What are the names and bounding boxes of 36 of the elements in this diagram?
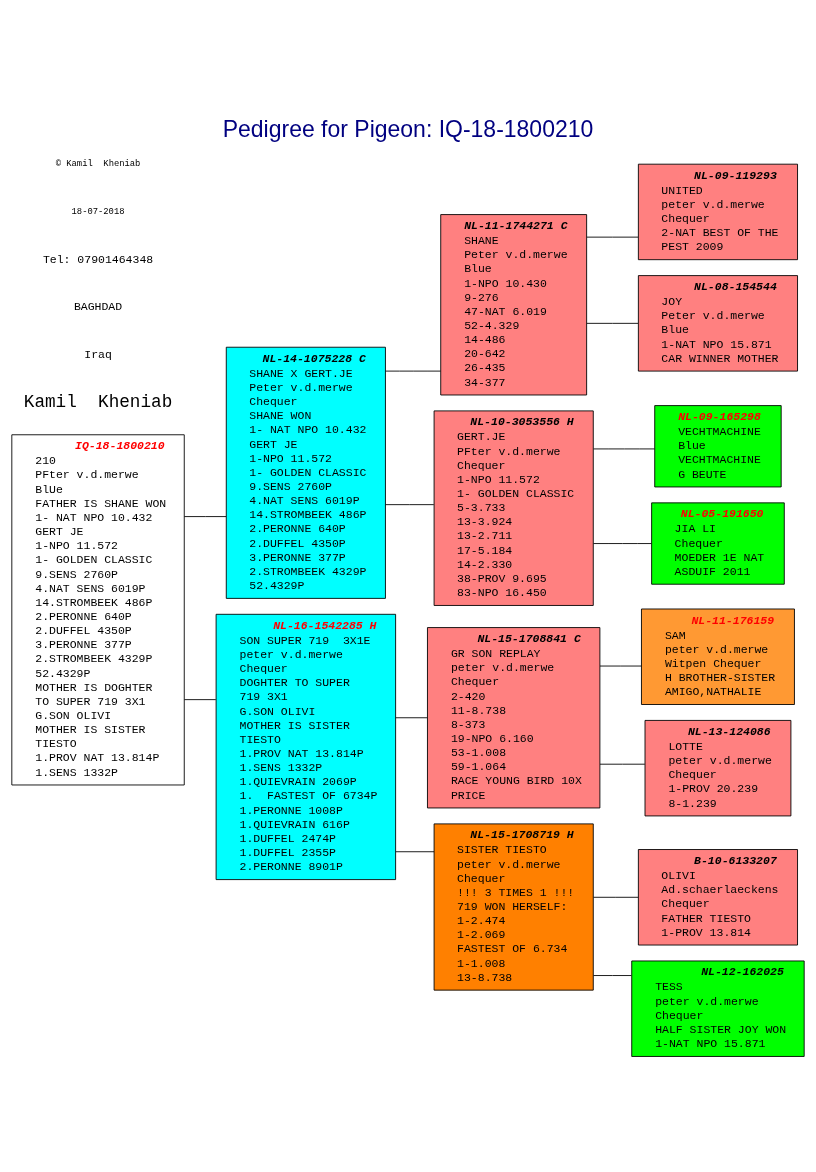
node-box: NL-09-119293 UNITED peter v.d.merwe Chequer 2-NAT BEST OF THE PEST 2009 — [637, 163, 798, 261]
node-box: NL-08-154544 JOY Peter v.d.merwe Blue 1-NAT NPO 15.871 CAR WINNER MOTHER — [637, 275, 798, 372]
label: Kamil Kheniab — [23, 392, 173, 413]
node-box: NL-13-124086 LOTTE peter v.d.merwe Chequer 1-PROV 20.239 8-1.239 — [644, 719, 792, 817]
connector — [586, 322, 639, 324]
connector — [586, 236, 639, 238]
connector — [593, 896, 639, 898]
label: Iraq — [84, 348, 112, 362]
node-box: NL-14-1075228 C SHANE X GERT.JE Peter v.d.merwe Chequer SHANE WON 1- NAT NPO 10.432 GERT JE 1-NPO 11.572 1- GOLDEN CLASSIC 9.SENS 2760P 4.NAT SENS 6019P 14.STROMBEEK 486P 2.PERONNE 640P 2.DUFFEL 4350P 3.PERONNE 377P 2.STROMBEEK 4329P 52.4329P — [225, 346, 386, 599]
connector — [593, 975, 632, 976]
label: Tel: 07901464348 — [42, 252, 154, 266]
node-box: NL-15-1708719 H SISTER TIESTO peter v.d.merwe Chequer !!! 3 TIMES 1 !!! 719 WON HERSELF: 1-2.474 1-2.069 FASTEST OF 6.734 1-1.008 13-8.738 — [433, 823, 594, 991]
connector — [599, 665, 642, 667]
node-box: IQ-18-1800210 210 PFter v.d.merwe BlUe FATHER IS SHANE WON 1- NAT NPO 10.432 GERT JE 1-NPO 11.572 1- GOLDEN CLASSIC 9.SENS 2760P 4.NAT SENS 6019P 14.STROMBEEK 486P 2.PERONNE 640P 2.DUFFEL 4350P 3.PERONNE 377P 2.STROMBEEK 4329P 52.4329P MOTHER IS DOGHTER TO SUPER 719 3X1 G.SON OLIVI MOTHER IS SISTER TIESTO 1.PROV NAT 13.814P 1.SENS 1332P — [11, 434, 185, 786]
label: 18-07-2018 — [71, 207, 125, 218]
node-box: NL-05-191650 JIA LI Chequer MOEDER 1E NAT ASDUIF 2011 — [651, 502, 785, 585]
label: BAGHDAD — [73, 300, 123, 314]
connector — [599, 763, 646, 765]
connector — [593, 543, 652, 544]
diagram-title: Pedigree for Pigeon: IQ-18-1800210 — [222, 116, 594, 143]
connector — [395, 717, 428, 719]
node-box: NL-11-176159 SAM peter v.d.merwe Witpen Chequer H BROTHER-SISTER AMIGO,NATHALIE — [641, 608, 795, 705]
connector — [385, 504, 435, 506]
node-box: B-10-6133207 OLIVI Ad.schaerlaeckens Chequer FATHER TIESTO 1-PROV 13.814 — [637, 849, 798, 946]
node-box: NL-09-165298 VECHTMACHINE Blue VECHTMACHINE G BEUTE — [654, 405, 782, 488]
connector — [183, 516, 227, 518]
node-box: NL-12-162025 TESS peter v.d.merwe Chequer HALF SISTER JOY WON 1-NAT NPO 15.871 — [631, 960, 805, 1057]
connector — [593, 448, 656, 450]
node-box: NL-10-3053556 H GERT.JE PFter v.d.merwe Chequer 1-NPO 11.572 1- GOLDEN CLASSIC 5-3.733 13-3.924 13-2.711 17-5.184 14-2.330 38-PROV 9.695 83-NPO 16.450 — [433, 410, 594, 606]
connector — [395, 851, 435, 853]
node-box: NL-16-1542285 H SON SUPER 719 3X1E peter v.d.merwe Chequer DOGHTER TO SUPER 719 3X1 G.SON OLIVI MOTHER IS SISTER TIESTO 1.PROV NAT 13.814P 1.SENS 1332P 1.QUIEVRAIN 2069P 1. FASTEST OF 6734P 1.PERONNE 1008P 1.QUIEVRAIN 616P 1.DUFFEL 2474P 1.DUFFEL 2355P 2.PERONNE 8901P — [215, 613, 397, 881]
node-box: NL-15-1708841 C GR SON REPLAY peter v.d.merwe Chequer 2-420 11-8.738 8-373 19-NPO 6.160 53-1.008 59-1.064 RACE YOUNG BIRD 10X PRICE — [427, 627, 601, 809]
connector — [385, 370, 442, 372]
connector — [183, 699, 217, 701]
label: © Kamil Kheniab — [55, 159, 141, 170]
node-box: NL-11-1744271 C SHANE Peter v.d.merwe Blue 1-NPO 10.430 9-276 47-NAT 6.019 52-4.329 14-486 20-642 26-435 34-377 — [440, 214, 588, 396]
